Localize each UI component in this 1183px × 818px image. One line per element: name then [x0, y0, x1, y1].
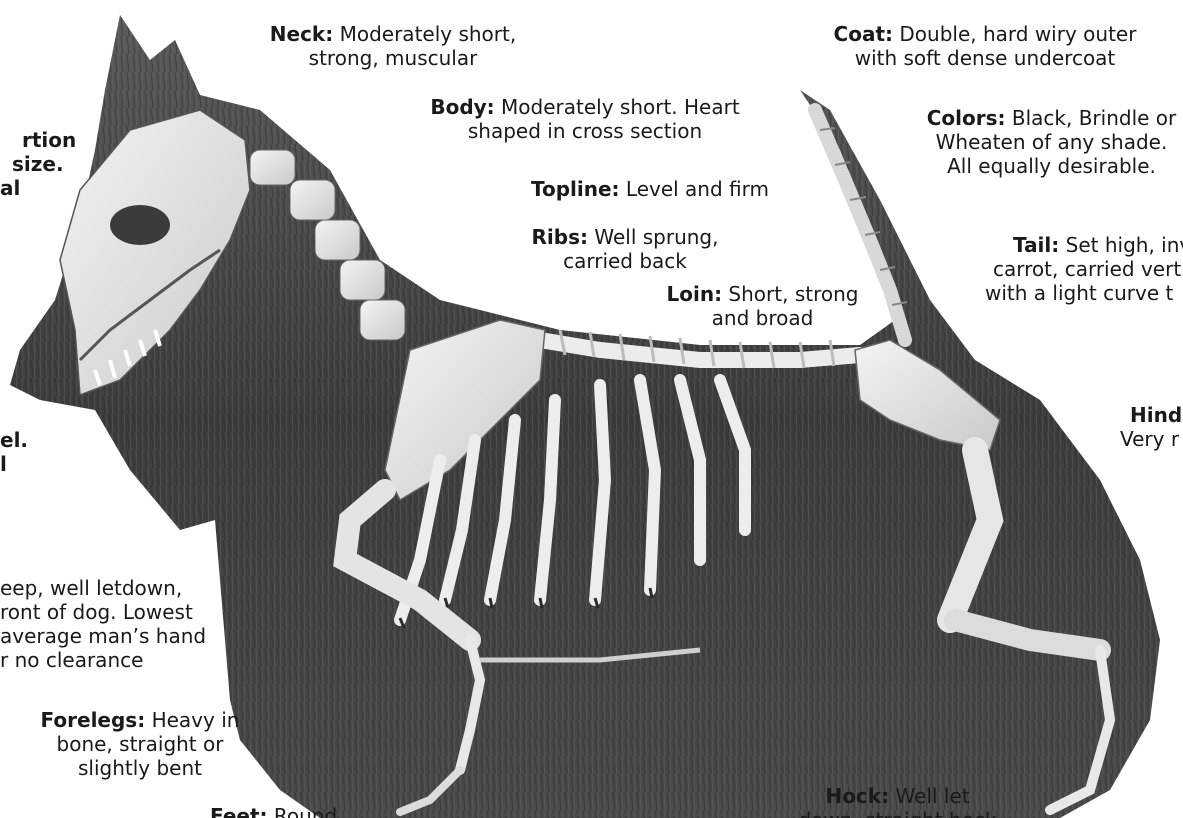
label-hock-term: Hock:	[825, 784, 889, 808]
label-coat-line1: Double, hard wiry outer	[893, 22, 1136, 46]
label-chest-line1: eep, well letdown,	[0, 576, 230, 600]
label-topline: Topline: Level and firm	[525, 177, 775, 201]
label-neck: Neck: Moderately short, strong, muscular	[258, 22, 528, 70]
label-loin-term: Loin:	[667, 282, 723, 306]
label-level-cut: el. l	[0, 428, 40, 476]
label-coat-line2: with soft dense undercoat	[855, 46, 1116, 70]
label-chest-line2: ront of dog. Lowest	[0, 600, 230, 624]
label-hind-line2: Very r	[1110, 427, 1183, 451]
label-colors-line2: Wheaten of any shade.	[936, 130, 1168, 154]
label-chest: eep, well letdown, ront of dog. Lowest a…	[0, 576, 230, 672]
label-neck-line2: strong, muscular	[309, 46, 478, 70]
label-hock-line1: Well let	[889, 784, 969, 808]
label-ribs-line1: Well sprung,	[588, 225, 718, 249]
label-chest-line3: average man’s hand	[0, 624, 230, 648]
label-tail-line2: carrot, carried vert	[985, 257, 1183, 281]
label-level-cut-line1: el.	[0, 428, 40, 452]
label-forelegs-line2: bone, straight or	[57, 732, 224, 756]
label-tail-line3: with a light curve t	[985, 281, 1183, 305]
label-feet-term: Feet:	[210, 804, 268, 818]
label-loin-line1: Short, strong	[722, 282, 858, 306]
label-level-cut-line2: l	[0, 452, 40, 476]
label-tail-term: Tail:	[1013, 233, 1059, 257]
label-hock: Hock: Well let down, straight hock	[790, 784, 1005, 818]
label-neck-line1: Moderately short,	[333, 22, 516, 46]
label-feet: Feet: Round	[210, 804, 360, 818]
label-hock-line2: down, straight hock	[798, 808, 996, 818]
label-hind-term: Hind	[1110, 403, 1183, 427]
label-forelegs-term: Forelegs:	[41, 708, 146, 732]
label-body-line2: shaped in cross section	[468, 119, 702, 143]
label-body-term: Body:	[430, 95, 494, 119]
label-tail: Tail: Set high, inv carrot, carried vert…	[985, 233, 1183, 305]
label-ribs-term: Ribs:	[532, 225, 588, 249]
label-colors-term: Colors:	[927, 106, 1006, 130]
label-forelegs: Forelegs: Heavy in bone, straight or sli…	[35, 708, 245, 780]
label-ribs-line2: carried back	[563, 249, 687, 273]
label-tail-line1: Set high, inv	[1059, 233, 1183, 257]
label-body: Body: Moderately short. Heart shaped in …	[420, 95, 750, 143]
label-chest-line4: r no clearance	[0, 648, 230, 672]
label-colors: Colors: Black, Brindle or Wheaten of any…	[920, 106, 1183, 178]
label-ribs: Ribs: Well sprung, carried back	[520, 225, 730, 273]
label-colors-line3: All equally desirable.	[947, 154, 1156, 178]
label-coat: Coat: Double, hard wiry outer with soft …	[820, 22, 1150, 70]
label-topline-line1: Level and firm	[620, 177, 769, 201]
label-coat-term: Coat:	[834, 22, 893, 46]
label-head-cut-line3: al	[0, 176, 70, 200]
label-colors-line1: Black, Brindle or	[1006, 106, 1177, 130]
label-loin-line2: and broad	[712, 306, 814, 330]
label-hind: Hind Very r	[1110, 403, 1183, 451]
label-head-cut: rtion size. al	[0, 128, 70, 200]
label-feet-line1: Round	[268, 804, 338, 818]
label-head-cut-line2: size.	[0, 152, 70, 176]
label-body-line1: Moderately short. Heart	[495, 95, 740, 119]
label-topline-term: Topline:	[531, 177, 620, 201]
label-head-cut-line1: rtion	[0, 128, 70, 152]
label-forelegs-line3: slightly bent	[78, 756, 202, 780]
label-forelegs-line1: Heavy in	[145, 708, 239, 732]
label-neck-term: Neck:	[270, 22, 333, 46]
label-loin: Loin: Short, strong and broad	[660, 282, 865, 330]
eye-socket	[110, 205, 170, 245]
